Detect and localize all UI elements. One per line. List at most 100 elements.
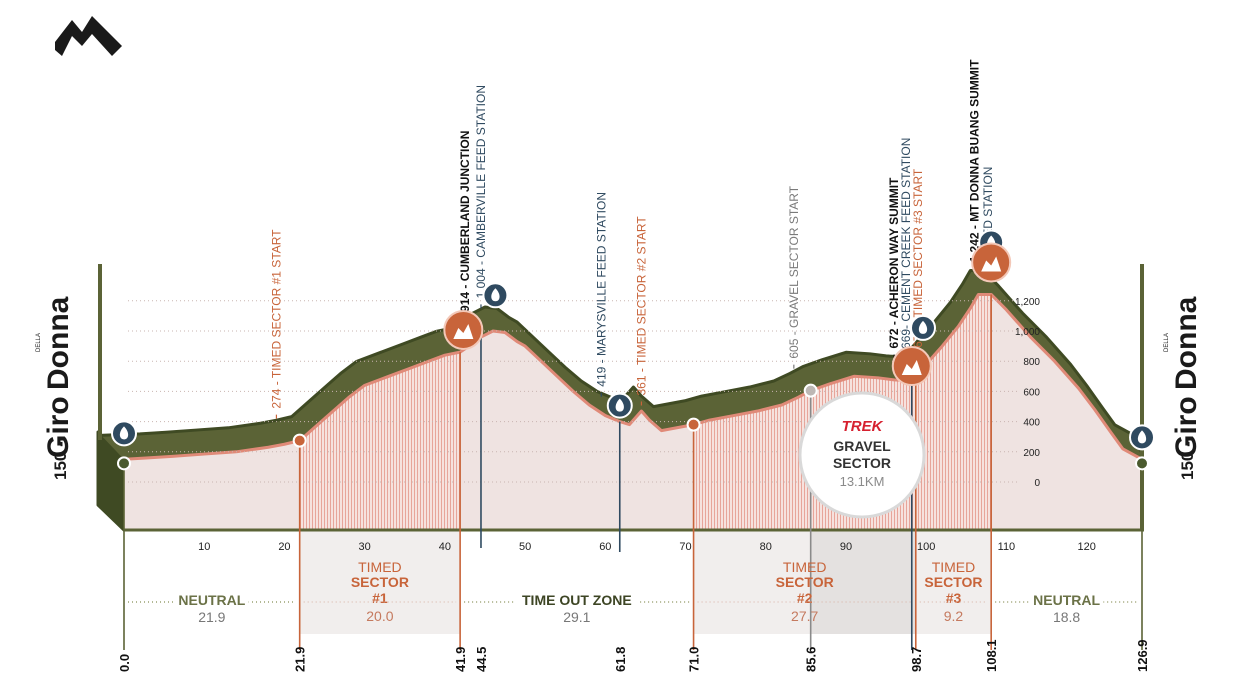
sector-name-line2: SECTOR bbox=[776, 574, 834, 590]
sector-name-line1: TIMED bbox=[358, 559, 402, 575]
profile-side-wall bbox=[98, 432, 124, 530]
water-drop-icon bbox=[119, 426, 129, 440]
water-drop-icon bbox=[491, 288, 500, 302]
poi-label: 672 - ACHERON WAY SUMMIT bbox=[887, 177, 901, 349]
sector-name-line3: #3 bbox=[946, 590, 962, 606]
sector-distance: 27.7 bbox=[791, 608, 818, 624]
waypoint-lines bbox=[123, 294, 1143, 650]
x-tick-label: 70 bbox=[679, 541, 691, 553]
sector-backgrounds bbox=[299, 530, 992, 634]
water-drop-icon bbox=[1137, 430, 1147, 444]
brand-right-donna: Donna bbox=[1170, 296, 1203, 390]
waypoint-km-label: 21.9 bbox=[293, 647, 308, 672]
summit-badge-cumberland bbox=[443, 309, 484, 350]
gravel-start-dot bbox=[803, 383, 818, 398]
sector-distance: 21.9 bbox=[198, 609, 225, 625]
trees-icon bbox=[453, 323, 474, 339]
trek-logo-text: TREK bbox=[842, 418, 884, 435]
gravel-distance: 13.1KM bbox=[840, 474, 885, 489]
brand-left-giro: Giro bbox=[42, 396, 75, 458]
y-tick-label: 0 bbox=[1034, 478, 1040, 489]
sector-name-line1: TIMED bbox=[932, 559, 976, 575]
sector-distance: 9.2 bbox=[944, 608, 964, 624]
map-markers bbox=[111, 229, 1155, 471]
timed-start-dot bbox=[686, 417, 701, 432]
brand-left-donna: Donna bbox=[42, 296, 75, 390]
sector-name-line3: #1 bbox=[372, 590, 388, 606]
y-tick-label: 1,200 bbox=[1015, 297, 1040, 308]
sector-name: TIME OUT ZONE bbox=[522, 592, 632, 608]
sector-distance: 18.8 bbox=[1053, 609, 1080, 625]
brand-right: Giro Donna DELLA 150 - bbox=[1158, 264, 1214, 480]
sector-name-bg bbox=[175, 590, 249, 606]
x-axis-ticks: 10 20 30 40 50 60 70 80 90 100 110 120 bbox=[198, 541, 1096, 553]
finish-dot bbox=[1135, 456, 1149, 471]
waypoint-km-label: 108.1 bbox=[984, 639, 999, 672]
waypoint-km-label: 44.5 bbox=[474, 647, 489, 672]
x-tick-label: 40 bbox=[439, 541, 451, 553]
trees-icon bbox=[981, 256, 1002, 272]
summit-badge-acheron bbox=[891, 346, 932, 387]
poi-label: 419 - MARYSVILLE FEED STATION bbox=[594, 192, 608, 387]
x-tick-label: 110 bbox=[998, 541, 1016, 553]
y-tick-label: 800 bbox=[1023, 357, 1040, 368]
y-tick-label: 1,000 bbox=[1015, 327, 1040, 338]
start-dot bbox=[117, 456, 131, 471]
gravel-bg bbox=[810, 530, 916, 634]
y-tick-label: 600 bbox=[1023, 387, 1040, 398]
timed-start-dot bbox=[292, 433, 307, 448]
profile-line bbox=[123, 292, 1143, 461]
sector-distance: 20.0 bbox=[366, 608, 393, 624]
waypoint-km-label: 0.0 bbox=[117, 654, 132, 672]
sector-name-bg bbox=[1029, 590, 1104, 606]
x-tick-label: 100 bbox=[917, 541, 935, 553]
x-tick-label: 60 bbox=[599, 541, 611, 553]
y-tick-label: 200 bbox=[1023, 448, 1040, 459]
summit-badge-donna-buang bbox=[971, 242, 1012, 283]
sector-distance: 29.1 bbox=[563, 609, 590, 625]
poi-label: 676 - TIMED SECTOR #3 START bbox=[911, 168, 925, 348]
waypoint-km-label: 41.9 bbox=[453, 647, 468, 672]
waypoint-km-label: 126.9 bbox=[1135, 639, 1150, 672]
gravel-line1: GRAVEL bbox=[833, 438, 891, 454]
sector-name: NEUTRAL bbox=[178, 592, 245, 608]
brand-right-bg bbox=[1158, 264, 1214, 468]
brand-right-giro: Giro bbox=[1170, 396, 1203, 458]
brand-left-small: DELLA bbox=[36, 333, 42, 352]
points-of-interest: 274 - TIMED SECTOR #1 START 914 - CUMBERL… bbox=[269, 59, 995, 419]
sector-name-line1: TIMED bbox=[783, 559, 827, 575]
waypoint-km-label: 85.6 bbox=[804, 647, 819, 672]
poi-label: 274 - TIMED SECTOR #1 START bbox=[269, 229, 283, 409]
profile-area bbox=[96, 264, 1144, 532]
trees-icon bbox=[901, 360, 922, 376]
water-drop-icon bbox=[918, 320, 928, 334]
gravel-sector-badge: TREK GRAVEL SECTOR 13.1KM bbox=[798, 391, 926, 519]
brand-left: Giro Donna DELLA 150 - bbox=[32, 264, 86, 480]
sector-name-line2: SECTOR bbox=[924, 574, 982, 590]
poi-label: 1,242 - MT DONNA BUANG SUMMIT bbox=[967, 59, 981, 263]
gravel-line2: SECTOR bbox=[833, 455, 891, 471]
sector-name-line2: SECTOR bbox=[351, 574, 409, 590]
x-tick-label: 80 bbox=[760, 541, 772, 553]
start-elevation-label: 150 - bbox=[51, 441, 70, 480]
x-tick-label: 50 bbox=[519, 541, 531, 553]
mountain-logo-icon bbox=[55, 16, 122, 56]
x-tick-label: 30 bbox=[359, 541, 371, 553]
x-tick-label: 120 bbox=[1077, 541, 1095, 553]
gravel-badge-circle bbox=[798, 391, 926, 519]
x-tick-label: 20 bbox=[278, 541, 290, 553]
sector1-bg bbox=[299, 530, 461, 634]
brand-right-small: DELLA bbox=[1164, 333, 1170, 352]
poi-label: 361 - TIMED SECTOR #2 START bbox=[634, 216, 648, 396]
waypoint-km-label: 71.0 bbox=[687, 647, 702, 672]
poi-label: 914 - CUMBERLAND JUNCTION bbox=[458, 131, 472, 312]
sector-name-line3: #2 bbox=[797, 590, 813, 606]
waypoint-km-label: 98.7 bbox=[909, 647, 924, 672]
x-tick-label: 90 bbox=[840, 541, 852, 553]
x-tick-label: 10 bbox=[198, 541, 210, 553]
poi-label: 1,004 - CAMBERVILLE FEED STATION bbox=[474, 85, 488, 298]
